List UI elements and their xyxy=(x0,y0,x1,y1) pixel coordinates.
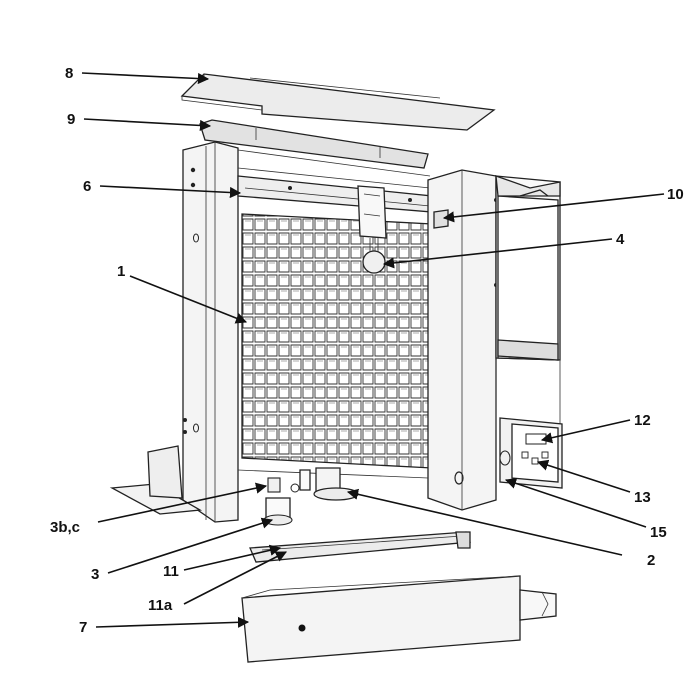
callout-8: 8 xyxy=(65,65,73,82)
callout-11: 11 xyxy=(163,563,179,580)
callout-15: 15 xyxy=(650,524,667,541)
top-cover xyxy=(180,73,496,131)
callout-3: 3 xyxy=(91,566,99,583)
water-valve xyxy=(263,477,300,526)
base-plate xyxy=(109,445,429,515)
callout-3b-c: 3b,c xyxy=(50,519,80,536)
callout-12: 12 xyxy=(634,412,651,429)
callout-7: 7 xyxy=(79,619,87,636)
callout-2: 2 xyxy=(647,552,655,569)
control-box xyxy=(499,417,563,489)
water-pump xyxy=(299,467,359,501)
callout-1: 1 xyxy=(117,263,125,280)
left-side-panel xyxy=(182,141,239,523)
right-side-panel xyxy=(427,169,561,511)
callout-9: 9 xyxy=(67,111,75,128)
water-trough-bar xyxy=(249,531,471,563)
callout-11a: 11a xyxy=(148,597,173,614)
leader-lines xyxy=(81,72,665,628)
callout-13: 13 xyxy=(634,489,651,506)
evaporator-grid xyxy=(241,213,433,469)
callout-labels: 8 9 6 10 4 1 12 13 15 3b,c 2 3 11 11a 7 xyxy=(50,65,684,636)
callout-4: 4 xyxy=(616,231,625,248)
probe-bracket xyxy=(433,209,449,229)
callout-6: 6 xyxy=(83,178,91,195)
water-trough xyxy=(241,575,557,663)
callout-10: 10 xyxy=(667,186,684,203)
